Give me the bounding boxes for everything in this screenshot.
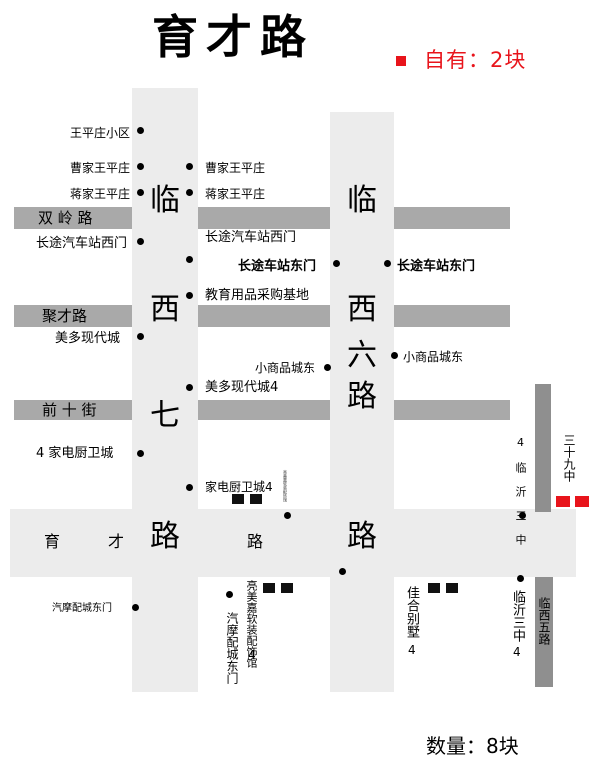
quantity-label: 数量：8块 bbox=[426, 734, 519, 758]
marker-jiangjia-right bbox=[186, 189, 193, 196]
marker-center-south bbox=[339, 568, 346, 575]
label-changtu-qiche-left: 长途汽车站西门 bbox=[36, 236, 128, 251]
label-shuangling-road: 双 岭 路 bbox=[38, 209, 93, 227]
board-1 bbox=[232, 494, 244, 504]
label-linxi6-4: 路 bbox=[347, 379, 377, 414]
label-digit-4-c: 4 bbox=[513, 645, 521, 659]
board-6 bbox=[446, 583, 458, 593]
owned-board-2 bbox=[575, 496, 589, 507]
label-jiadian-left: 4 家电厨卫城 bbox=[36, 446, 114, 461]
marker-xiaoshangpin-right bbox=[391, 352, 398, 359]
label-linxi6-1: 临 bbox=[347, 183, 377, 218]
label-meiduo-right: 美多现代城4 bbox=[205, 380, 279, 395]
label-meiduo-left: 美多现代城 bbox=[55, 331, 121, 346]
marker-tiny bbox=[284, 512, 291, 519]
label-caojia-left: 曹家王平庄 bbox=[70, 161, 131, 175]
owned-board-1 bbox=[556, 496, 570, 507]
marker-jiadian-left bbox=[137, 450, 144, 457]
marker-changtu-qiche-right bbox=[186, 256, 193, 263]
label-tiny-vertical: 亮美嘉软装配饰馆 bbox=[283, 470, 288, 502]
marker-caojia-right bbox=[186, 163, 193, 170]
label-caojia-right: 曹家王平庄 bbox=[205, 161, 266, 175]
label-linyi-sanzhong-bottom: 临沂三中 bbox=[510, 590, 525, 642]
owned-legend-label: 自有：2块 bbox=[424, 48, 527, 72]
label-linxi7-2: 西 bbox=[150, 292, 180, 327]
label-yucai-1: 育 bbox=[44, 532, 61, 551]
label-jiadian-right: 家电厨卫城4 bbox=[205, 480, 273, 494]
label-qimo-dongmen-vert: 汽摩配城东门 bbox=[225, 612, 239, 684]
marker-linyi-top bbox=[519, 512, 526, 519]
label-linxi6-3: 六 bbox=[347, 338, 377, 373]
marker-jiaoyu bbox=[186, 292, 193, 299]
marker-qimo-left bbox=[132, 604, 139, 611]
label-wangpingzhuang: 王平庄小区 bbox=[70, 126, 131, 140]
marker-meiduo-right bbox=[186, 384, 193, 391]
label-xiaoshangpin-right: 小商品城东 bbox=[403, 350, 464, 364]
road-sanshijiu bbox=[535, 384, 551, 512]
label-sanshijiu-zhong: 三十九中 bbox=[562, 434, 576, 482]
label-jiaoyu-yongpin: 教育用品采购基地 bbox=[205, 288, 310, 303]
map-title: 育才路 bbox=[152, 10, 314, 64]
marker-caojia-left bbox=[137, 163, 144, 170]
label-changtu-dongmen-left: 长途车站东门 bbox=[238, 259, 317, 274]
label-jiahe-bieshu: 佳合别墅 bbox=[404, 586, 419, 638]
marker-qimo-right bbox=[226, 591, 233, 598]
label-jiangjia-left: 蒋家王平庄 bbox=[70, 187, 131, 201]
label-digit-4-b: 4 bbox=[408, 643, 416, 657]
label-lu-right: 路 bbox=[347, 519, 377, 554]
board-4 bbox=[281, 583, 293, 593]
road-jucai bbox=[14, 305, 510, 327]
label-linxi7-1: 临 bbox=[150, 183, 180, 218]
road-linxi-6 bbox=[330, 112, 394, 692]
label-changtu-qiche-right: 长途汽车站西门 bbox=[205, 230, 297, 245]
label-linxi6-2: 西 bbox=[347, 292, 377, 327]
marker-wangpingzhuang bbox=[137, 127, 144, 134]
label-xiaoshangpin-left: 小商品城东 bbox=[255, 361, 316, 375]
marker-linyi-bottom bbox=[517, 575, 524, 582]
board-5 bbox=[428, 583, 440, 593]
owned-legend-marker bbox=[396, 56, 406, 66]
road-yucai bbox=[10, 509, 576, 577]
label-linxi7-4: 路 bbox=[150, 519, 180, 554]
label-linxi-5-road: 临西五路 bbox=[537, 597, 551, 645]
label-changtu-dongmen-right: 长途车站东门 bbox=[397, 259, 476, 274]
label-liangmeijia: 亮美嘉软装配饰馆 bbox=[245, 580, 258, 668]
road-linxi-5 bbox=[535, 577, 553, 687]
board-2 bbox=[250, 494, 262, 504]
marker-xiaoshangpin-left bbox=[324, 364, 331, 371]
marker-changtu-dongmen-left bbox=[333, 260, 340, 267]
board-3 bbox=[263, 583, 275, 593]
label-qimo-dongmen-left: 汽摩配城东门 bbox=[52, 603, 112, 614]
marker-jiadian-right bbox=[186, 484, 193, 491]
label-yucai-2: 才 bbox=[108, 532, 125, 551]
label-jiangjia-right: 蒋家王平庄 bbox=[205, 187, 266, 201]
marker-changtu-qiche-left bbox=[137, 238, 144, 245]
label-digit-4-a: 4 bbox=[248, 648, 256, 662]
label-linyi-sanzhong-top: 4 临 沂 三 中 bbox=[514, 436, 527, 545]
marker-changtu-dongmen-right bbox=[384, 260, 391, 267]
label-jucai-road: 聚才路 bbox=[42, 307, 88, 325]
marker-meiduo-left bbox=[137, 333, 144, 340]
label-linxi7-3: 七 bbox=[150, 398, 180, 433]
label-yucai-lu-mid: 路 bbox=[247, 532, 264, 551]
label-qianshi-street: 前 十 街 bbox=[42, 401, 97, 419]
marker-jiangjia-left bbox=[137, 189, 144, 196]
